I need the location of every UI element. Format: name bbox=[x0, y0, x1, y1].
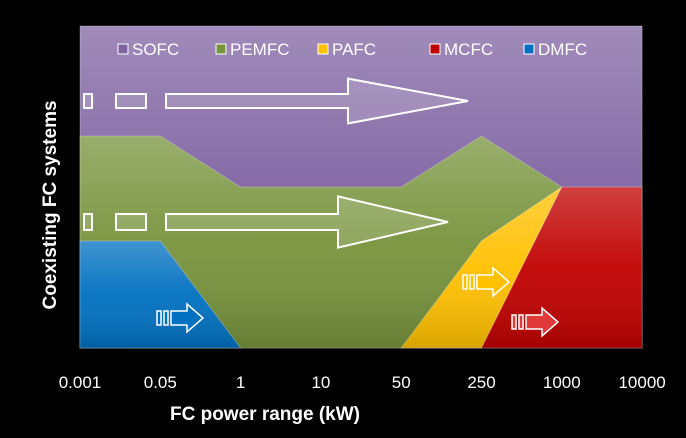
legend-label-pafc: PAFC bbox=[332, 40, 376, 59]
area-gloss-mcfc bbox=[481, 187, 643, 348]
pafc-arrow-dash bbox=[462, 274, 468, 290]
dmfc-arrow bbox=[156, 302, 205, 334]
legend-label-sofc: SOFC bbox=[132, 40, 179, 59]
x-tick-label: 250 bbox=[467, 373, 495, 392]
x-axis-title: FC power range (kW) bbox=[170, 404, 360, 425]
legend-swatch-pafc bbox=[317, 43, 329, 55]
area-gloss-dmfc bbox=[80, 241, 241, 348]
pemfc-arrow-dash bbox=[115, 213, 147, 231]
pafc-arrow-dash bbox=[469, 274, 475, 290]
sofc-arrow-body bbox=[165, 77, 469, 125]
dmfc-arrow-dash bbox=[156, 310, 162, 326]
mcfc-arrow-dash bbox=[511, 314, 517, 330]
x-tick-label: 50 bbox=[392, 373, 411, 392]
legend-swatch-pemfc bbox=[215, 43, 227, 55]
mcfc-arrow-body bbox=[525, 306, 560, 338]
x-tick-label: 10 bbox=[311, 373, 330, 392]
mcfc-arrow bbox=[511, 306, 560, 338]
x-tick-label: 1 bbox=[236, 373, 245, 392]
sofc-arrow bbox=[83, 77, 469, 125]
legend-swatch-dmfc bbox=[523, 43, 535, 55]
pafc-arrow-body bbox=[476, 266, 511, 298]
x-tick-label: 10000 bbox=[618, 373, 665, 392]
mcfc-arrow-dash bbox=[518, 314, 524, 330]
pemfc-arrow-dash bbox=[83, 213, 93, 231]
areas-layer bbox=[79, 25, 643, 349]
sofc-arrow-dash bbox=[83, 93, 93, 109]
dmfc-arrow-dash bbox=[163, 310, 169, 326]
legend: SOFC PEMFC PAFC MCFC DMFC bbox=[117, 40, 587, 59]
pemfc-arrow bbox=[83, 195, 449, 249]
sofc-arrow-dash bbox=[115, 93, 147, 109]
legend-label-dmfc: DMFC bbox=[538, 40, 587, 59]
x-tick-label: 1000 bbox=[543, 373, 581, 392]
x-tick-label: 0.05 bbox=[144, 373, 177, 392]
legend-label-mcfc: MCFC bbox=[444, 40, 493, 59]
arrows-layer bbox=[83, 77, 560, 338]
x-axis-ticks: 0.001 0.05 1 10 50 250 1000 10000 bbox=[59, 373, 666, 392]
pemfc-arrow-body bbox=[165, 195, 449, 249]
y-axis-title: Coexisting FC systems bbox=[40, 100, 61, 309]
legend-label-pemfc: PEMFC bbox=[230, 40, 290, 59]
dmfc-arrow-body bbox=[170, 302, 205, 334]
pafc-arrow bbox=[462, 266, 511, 298]
legend-swatch-mcfc bbox=[429, 43, 441, 55]
legend-swatch-sofc bbox=[117, 43, 129, 55]
x-tick-label: 0.001 bbox=[59, 373, 102, 392]
area-gloss-pafc bbox=[401, 187, 562, 348]
